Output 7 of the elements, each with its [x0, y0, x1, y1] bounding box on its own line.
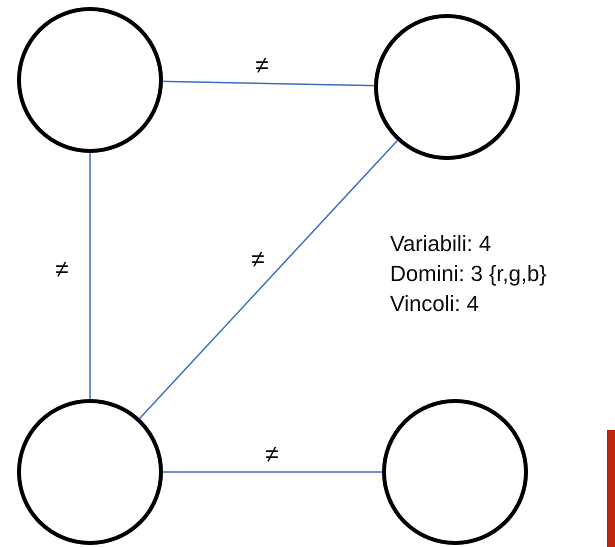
connector-line — [139, 140, 398, 419]
connector-line — [163, 471, 382, 473]
connector-line — [89, 153, 91, 399]
info-text: Domini: 3 {r,g,b} — [390, 263, 547, 285]
info-text: Variabili: 4 — [390, 233, 492, 255]
connector-line — [162, 80, 374, 86]
info-text: Vincoli: 4 — [390, 293, 479, 315]
